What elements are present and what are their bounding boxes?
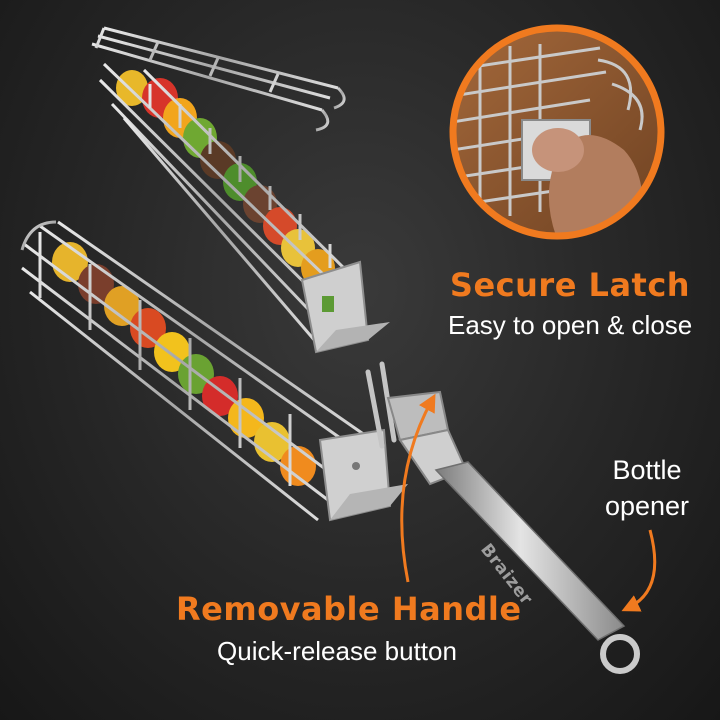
bottle-opener-arrow: [621, 529, 657, 612]
bottle-opener-callout: Bottle opener: [590, 452, 704, 524]
bottom-grill-basket: [20, 220, 408, 522]
removable-handle: [365, 361, 640, 674]
bottle-opener-line2: opener: [604, 491, 690, 521]
secure-latch-callout: Secure Latch Easy to open & close: [448, 266, 692, 341]
top-grill-basket: [91, 26, 390, 354]
secure-latch-title: Secure Latch: [449, 266, 691, 304]
removable-handle-callout: Removable Handle Quick-release button: [176, 590, 522, 667]
bottle-opener-line1: Bottle: [612, 455, 682, 485]
removable-handle-title: Removable Handle: [176, 590, 522, 628]
removable-handle-subtitle: Quick-release button: [217, 636, 457, 666]
latch-closeup: [449, 24, 665, 240]
secure-latch-subtitle: Easy to open & close: [448, 310, 693, 340]
handle-arrow: [400, 393, 436, 583]
